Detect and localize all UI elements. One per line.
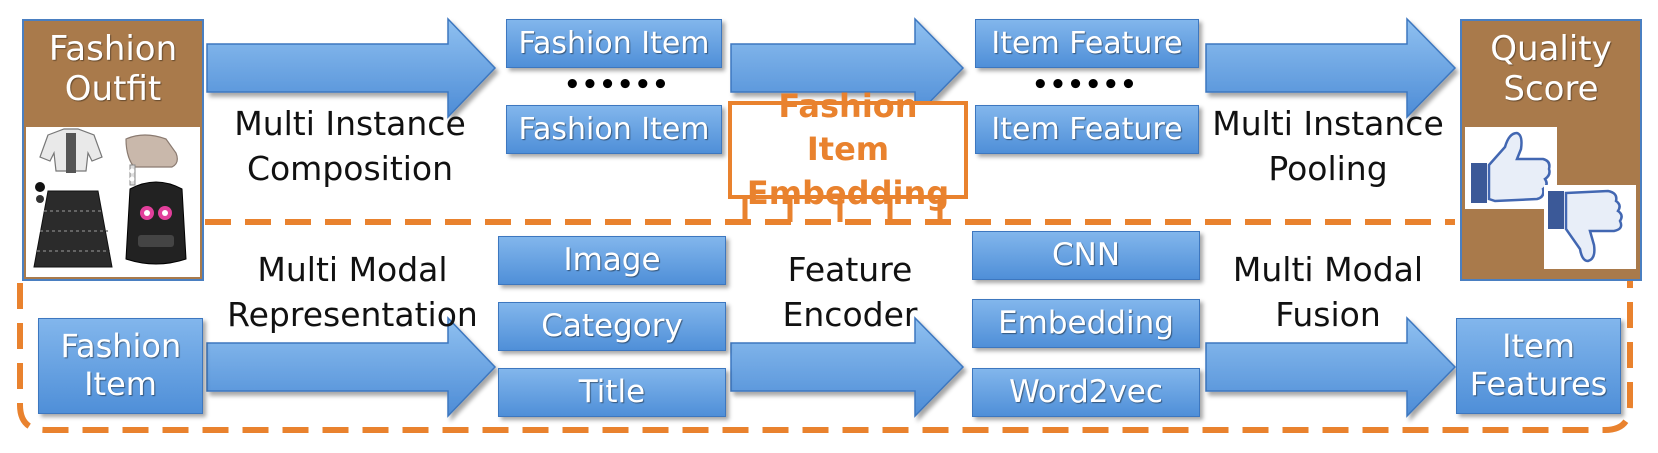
item-features-output-box: Item Features: [1456, 318, 1621, 414]
fashion-item-input-box: Fashion Item: [38, 318, 203, 414]
feature-encoder-label: Feature Encoder: [782, 250, 918, 334]
skirt-icon: [33, 190, 113, 268]
item-feature-top-label: Item Feature: [991, 25, 1183, 61]
encoder-cnn-label: CNN: [1051, 237, 1121, 274]
thumbs-down-icon: [1544, 185, 1636, 269]
encoder-cnn-box: CNN: [972, 231, 1200, 280]
fashion-item-box-top: Fashion Item: [506, 19, 722, 68]
backpack-icon: [125, 181, 187, 265]
encoder-embedding-label: Embedding: [998, 305, 1174, 342]
item-features-output-label: Item Features: [1469, 327, 1608, 403]
modality-category-box: Category: [498, 302, 726, 351]
dashed-frame: [17, 219, 1633, 433]
encoder-embedding-box: Embedding: [972, 299, 1200, 348]
fashion-item-embedding-box: Fashion Item Embedding: [728, 87, 968, 212]
item-feature-ellipsis: ••••••: [1032, 70, 1138, 100]
arrow-embedding: [730, 17, 965, 119]
multi-modal-representation-label: Multi Modal Representation: [227, 250, 478, 334]
fashion-item-box-bottom: Fashion Item: [506, 105, 722, 154]
item-feature-box-top: Item Feature: [975, 19, 1199, 68]
multi-instance-pooling-label: Multi Instance Pooling: [1212, 104, 1444, 188]
modality-image-label: Image: [563, 242, 661, 279]
item-feature-bottom-label: Item Feature: [991, 111, 1183, 147]
modality-title-box: Title: [498, 368, 726, 417]
fashion-item-bottom-label: Fashion Item: [518, 111, 710, 147]
modality-image-box: Image: [498, 236, 726, 285]
arrow-fusion: [1205, 316, 1457, 418]
item-feature-box-bottom: Item Feature: [975, 105, 1199, 154]
encoder-word2vec-box: Word2vec: [972, 368, 1200, 417]
fashion-item-input-label: Fashion Item: [60, 327, 182, 403]
multi-instance-composition-label: Multi Instance Composition: [234, 104, 466, 188]
earring-icon: [35, 182, 45, 203]
fashion-item-embedding-label: Fashion Item Embedding: [746, 87, 950, 212]
arrow-pooling: [1205, 17, 1457, 119]
embedding-connector: [742, 198, 943, 222]
modality-title-label: Title: [578, 374, 646, 411]
quality-score-label: Quality Score: [1490, 29, 1612, 110]
arrow-composition: [206, 17, 497, 119]
arrow-representation: [206, 316, 497, 418]
shoe-icon: [125, 134, 178, 186]
multi-modal-fusion-label: Multi Modal Fusion: [1232, 250, 1424, 334]
fashion-item-top-label: Fashion Item: [518, 25, 710, 61]
arrow-encoder: [730, 316, 965, 418]
fashion-item-ellipsis: ••••••: [564, 70, 670, 100]
encoder-word2vec-label: Word2vec: [1009, 374, 1163, 411]
modality-category-label: Category: [541, 308, 683, 345]
dress-icon: [39, 128, 103, 173]
thumbs-up-icon: [1465, 127, 1557, 209]
fashion-outfit-label: Fashion Outfit: [48, 29, 178, 110]
outfit-photo: [26, 127, 200, 277]
